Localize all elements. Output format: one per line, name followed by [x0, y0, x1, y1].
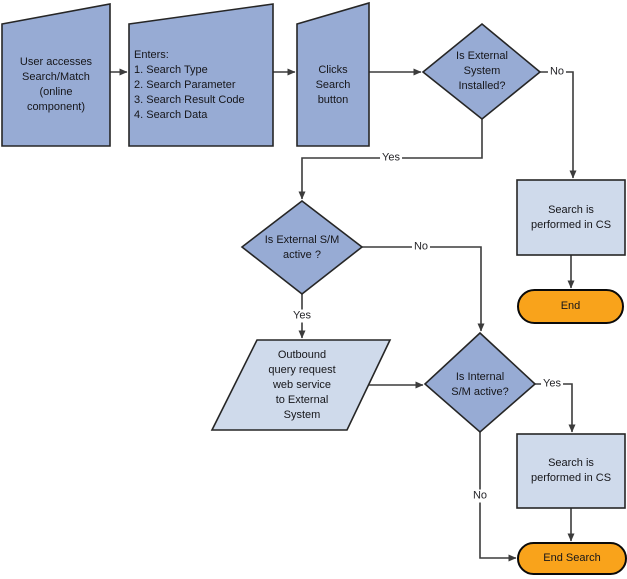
terminator-end-shape [517, 289, 624, 324]
edge-internal-active-yes [535, 383, 576, 433]
edge-external-active-no [362, 246, 485, 332]
node-search-cs-bottom-shape [516, 433, 626, 509]
decision-internal-active-shape [423, 331, 537, 434]
edge-installed-no [540, 71, 577, 179]
edge-internal-active-no [479, 432, 517, 562]
terminator-end-search-shape [517, 542, 627, 575]
node-search-cs-top-shape [516, 179, 626, 256]
node-outbound-query-shape [210, 339, 392, 431]
decision-external-active-shape [240, 199, 364, 296]
node-enters-shape [128, 3, 274, 147]
node-user-access-shape [1, 3, 111, 147]
node-clicks-search-shape [296, 1, 370, 147]
decision-external-installed-shape [421, 22, 542, 121]
